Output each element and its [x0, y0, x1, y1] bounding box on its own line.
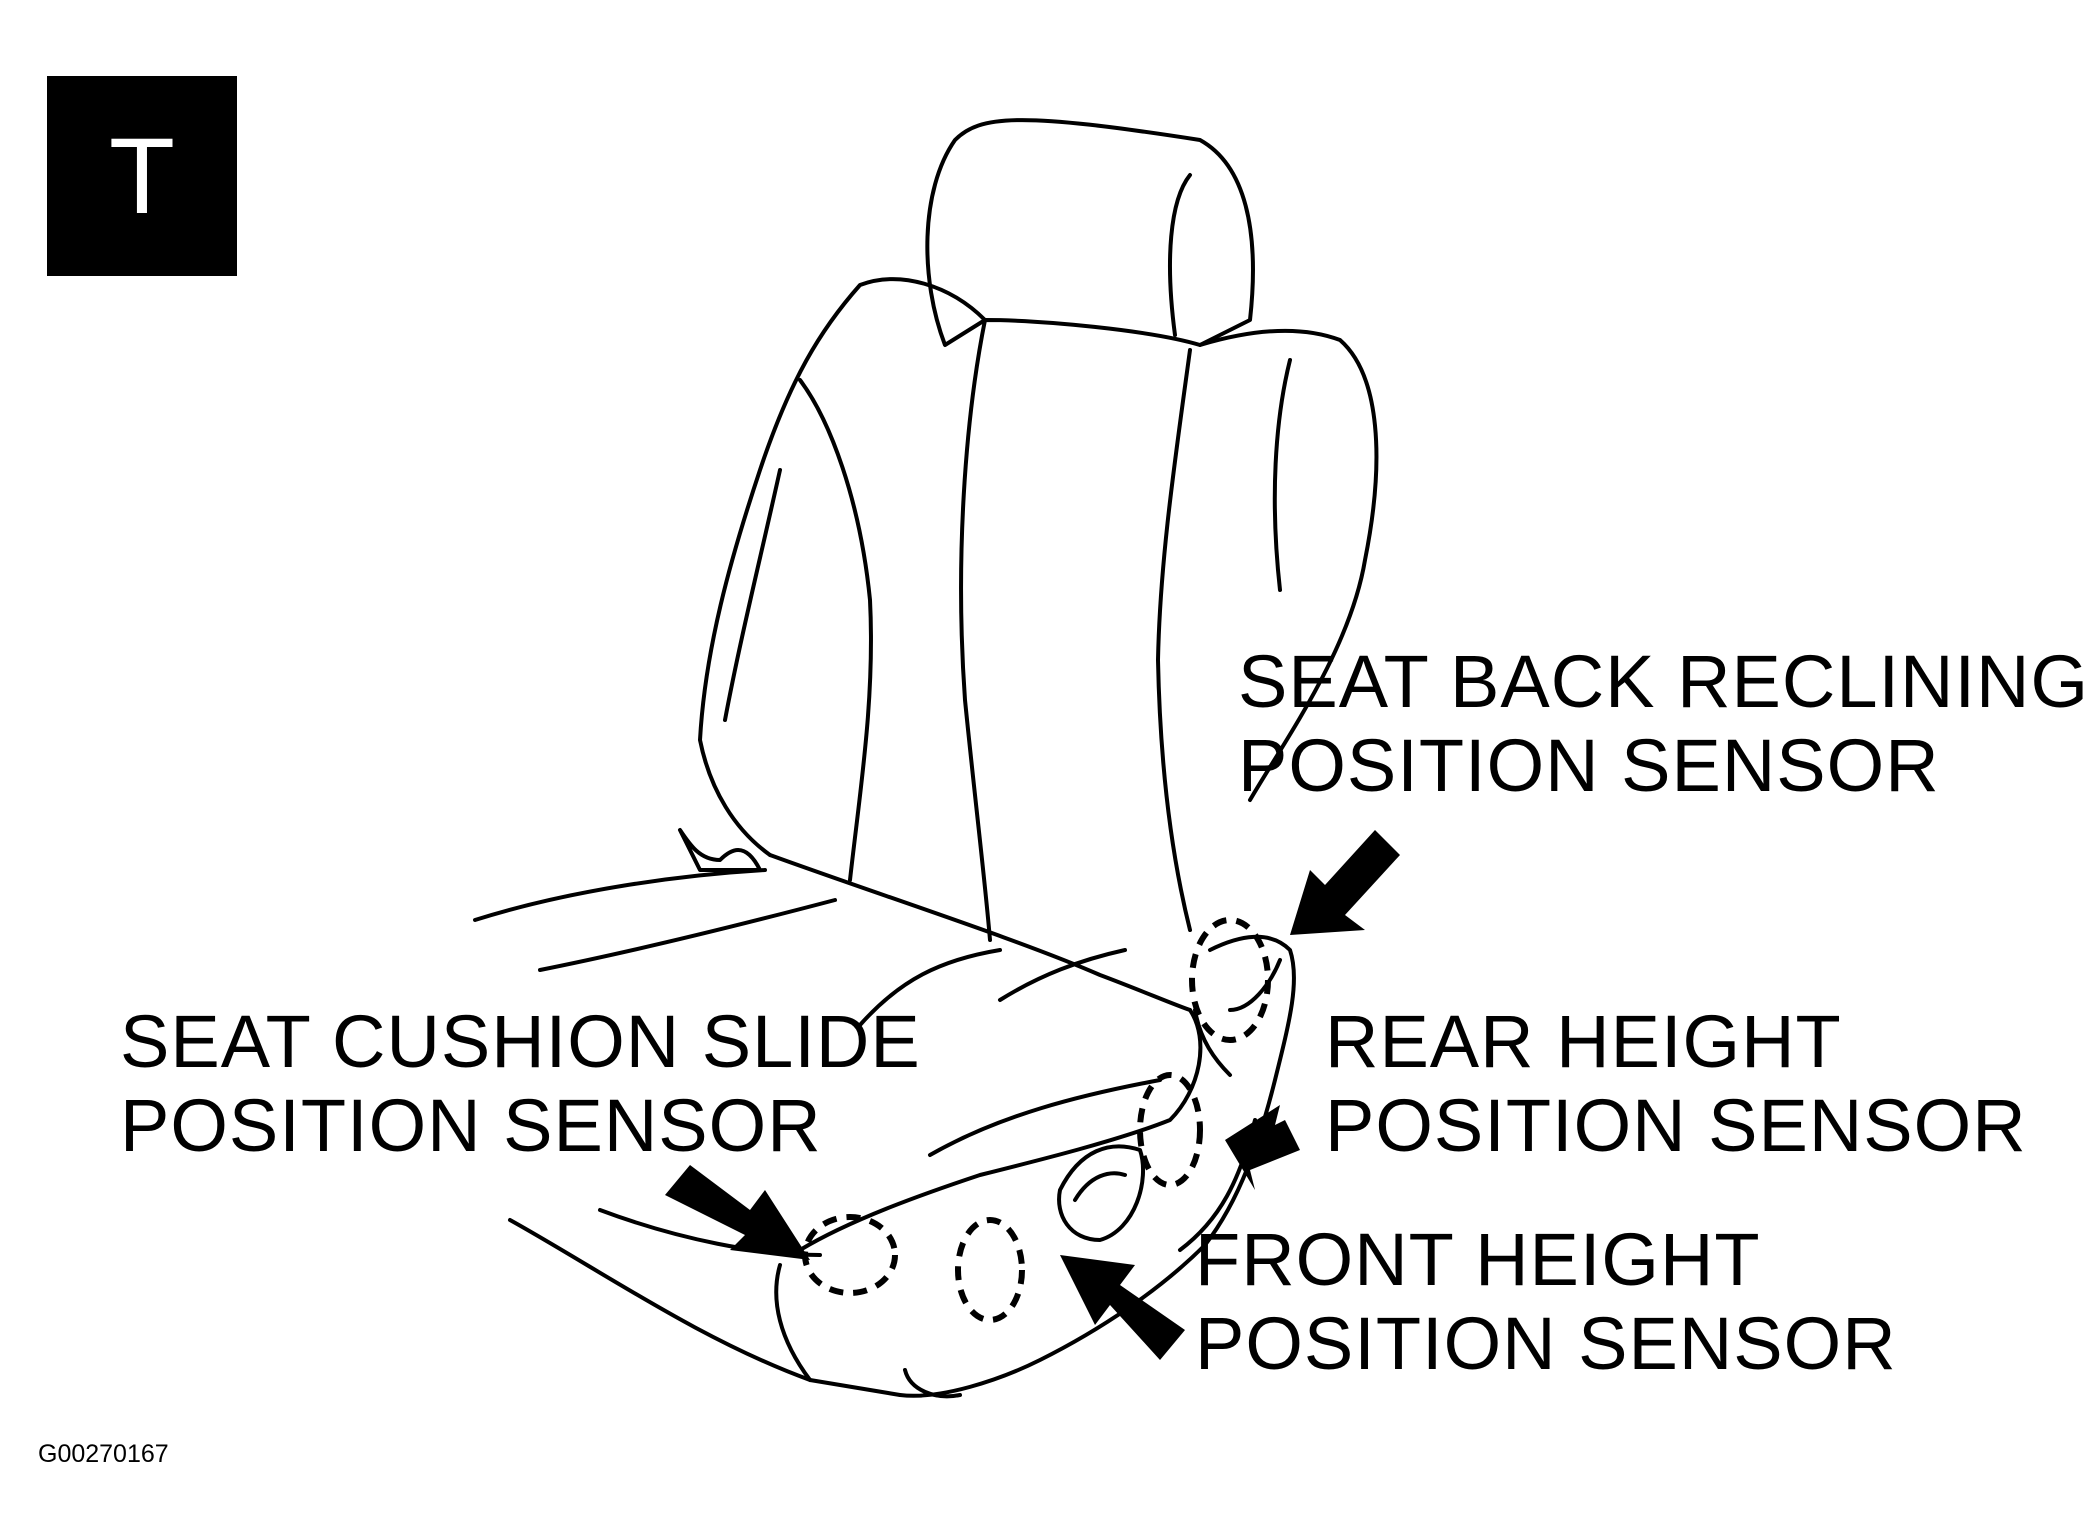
label-seat-back-recline: SEAT BACK RECLINING POSITION SENSOR: [1238, 640, 2089, 808]
callout-arrows: [665, 830, 1400, 1360]
label-front-height-line2: POSITION SENSOR: [1195, 1302, 1897, 1385]
label-cushion-slide-line1: SEAT CUSHION SLIDE: [120, 1000, 921, 1083]
section-badge: T: [47, 76, 237, 276]
front-height-sensor-mark: [955, 1217, 1025, 1323]
arrow-slide: [665, 1165, 810, 1260]
arrow-front-height: [1060, 1255, 1185, 1360]
label-seat-back-recline-line1: SEAT BACK RECLINING: [1238, 640, 2090, 723]
rear-height-sensor-mark: [1137, 1072, 1203, 1188]
recline-sensor-mark: [1189, 917, 1271, 1043]
label-front-height-line1: FRONT HEIGHT: [1195, 1218, 1761, 1301]
label-rear-height-line1: REAR HEIGHT: [1325, 1000, 1842, 1083]
label-rear-height: REAR HEIGHT POSITION SENSOR: [1325, 1000, 2027, 1168]
arrow-rear-height: [1225, 1105, 1300, 1190]
label-front-height: FRONT HEIGHT POSITION SENSOR: [1195, 1218, 1897, 1386]
arrow-recline: [1290, 830, 1400, 935]
label-seat-back-recline-line2: POSITION SENSOR: [1238, 724, 1940, 807]
label-cushion-slide: SEAT CUSHION SLIDE POSITION SENSOR: [120, 1000, 921, 1168]
label-rear-height-line2: POSITION SENSOR: [1325, 1084, 2027, 1167]
badge-letter: T: [109, 115, 175, 236]
figure-id: G00270167: [38, 1440, 169, 1468]
seat-outline: [473, 118, 1379, 1399]
label-cushion-slide-line2: POSITION SENSOR: [120, 1084, 822, 1167]
